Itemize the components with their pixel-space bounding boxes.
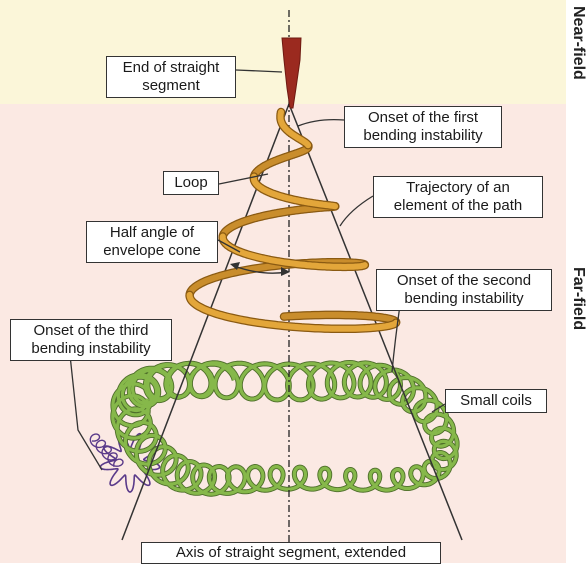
label-axis-extended: Axis of straight segment, extended: [141, 542, 441, 564]
label-loop: Loop: [163, 171, 219, 195]
label-small-coils: Small coils: [445, 389, 547, 413]
label-onset-second-instability: Onset of the second bending instability: [376, 269, 552, 311]
label-onset-first-instability: Onset of the first bending instability: [344, 106, 502, 148]
label-half-angle: Half angle of envelope cone: [86, 221, 218, 263]
label-onset-third-instability: Onset of the third bending instability: [10, 319, 172, 361]
near-field-label: Near-field: [569, 6, 587, 80]
label-trajectory: Trajectory of an element of the path: [373, 176, 543, 218]
label-end-of-straight-segment: End of straight segment: [106, 56, 236, 98]
far-field-label: Far-field: [569, 267, 587, 330]
